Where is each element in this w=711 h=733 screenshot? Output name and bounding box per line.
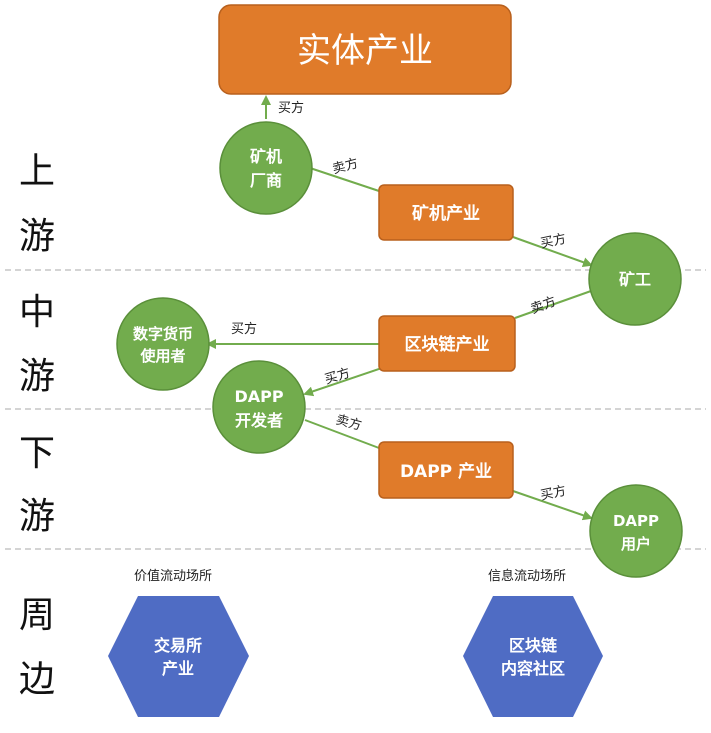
blockchain-industry-label: 区块链产业 [405,334,490,355]
dapp-developer-label-line-1: DAPP [234,387,283,406]
dapp-users-label-line-2: 用户 [621,535,651,553]
digital-currency-users-node [116,297,210,391]
exchange-industry-label-line-2: 产业 [162,659,194,678]
value-flow-caption: 价值流动场所 [134,568,212,584]
miner-node [588,232,682,326]
edge-label-seller-1: 卖方 [331,155,360,177]
miner-manufacturer-label-line-2: 厂商 [250,171,282,190]
section-downstream-char-1: 下 [19,433,55,474]
section-upstream-char-1: 上 [19,151,55,192]
section-downstream-char-2: 游 [19,496,55,537]
miner-label: 矿工 [619,270,651,289]
dapp-industry-box [378,441,514,499]
dapp-users-label-line-1: DAPP [613,512,659,530]
mining-machine-industry-label: 矿机产业 [412,203,480,224]
edge-label-buyer-1: 买方 [278,100,304,116]
blockchain-community-label-line-2: 内容社区 [501,659,565,678]
dapp-industry-label: DAPP 产业 [400,461,492,482]
edge-label-buyer-3: 买方 [231,321,257,337]
exchange-industry-hexagon [108,596,249,717]
dapp-users-node [589,484,683,578]
section-midstream-char-1: 中 [19,292,55,333]
section-periphery-char-2: 边 [19,659,55,700]
blockchain-community-hexagon [463,596,603,717]
connector-miner-to-blockchain-industry [514,290,592,319]
edge-label-buyer-2: 买方 [539,231,568,252]
section-periphery-char-1: 周 [19,595,55,636]
edge-label-buyer-4: 买方 [323,365,353,388]
connector-manufacturer-to-mining-industry [309,167,380,192]
edge-label-buyer-5: 买方 [539,483,568,504]
section-upstream-char-2: 游 [19,216,55,257]
digital-currency-users-label-line-2: 使用者 [139,347,185,365]
dapp-developer-label-line-2: 开发者 [235,411,283,430]
miner-manufacturer-node [219,121,313,215]
real-industry-box [218,4,512,95]
arrow-mining-industry-to-miner [512,236,593,268]
real-industry-label: 实体产业 [297,31,433,71]
section-midstream-char-2: 游 [19,356,55,397]
arrow-blockchain-to-dapp-developer [303,367,383,397]
dapp-developer-node [212,360,306,454]
exchange-industry-label-line-1: 交易所 [154,636,202,655]
connector-developer-to-dapp-industry [304,419,380,449]
blockchain-industry-box [378,315,516,372]
edge-label-seller-3: 卖方 [334,412,363,434]
arrow-dapp-industry-to-dapp-users [512,490,593,521]
edge-label-seller-2: 卖方 [528,293,558,317]
blockchain-community-label-line-1: 区块链 [509,636,558,655]
mining-machine-industry-box [378,184,514,241]
info-flow-caption: 信息流动场所 [488,568,566,584]
digital-currency-users-label-line-1: 数字货币 [133,325,193,343]
miner-manufacturer-label-line-1: 矿机 [250,147,282,166]
